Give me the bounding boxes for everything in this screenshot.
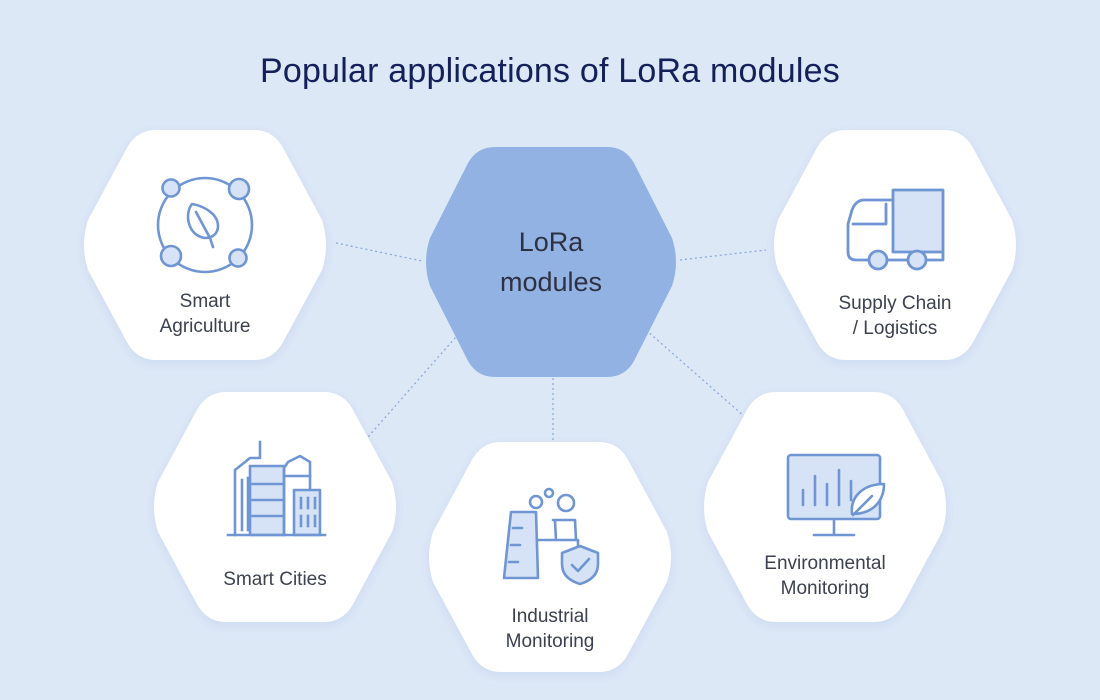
hex-center (426, 147, 676, 377)
environmental-label-line2: Monitoring (780, 578, 870, 599)
monitor-chart-leaf-icon (786, 453, 886, 537)
hex-agriculture (84, 130, 326, 360)
agriculture-label-line1: Smart (179, 291, 231, 312)
center-hex-label: LoRa modules (451, 222, 651, 302)
connector-supply (679, 249, 767, 261)
environmental-label: Environmental Monitoring (725, 551, 925, 601)
supply-label-line2: / Logistics (852, 318, 938, 339)
industrial-label-line1: Industrial (511, 606, 589, 627)
connector-environmental (645, 329, 746, 418)
supply-label: Supply Chain / Logistics (795, 291, 995, 341)
factory-shield-icon (502, 487, 600, 586)
cities-label: Smart Cities (175, 567, 375, 592)
diagram-title: Popular applications of LoRa modules (260, 52, 840, 90)
truck-icon (846, 188, 945, 271)
center-label-line1: LoRa (518, 227, 584, 257)
buildings-icon (226, 440, 327, 537)
agriculture-label-line2: Agriculture (159, 316, 251, 337)
leaf-network-icon (156, 176, 254, 274)
environmental-label-line1: Environmental (764, 553, 886, 574)
cities-label-line1: Smart Cities (223, 569, 327, 590)
industrial-label: Industrial Monitoring (450, 604, 650, 654)
hex-industrial (429, 442, 671, 672)
supply-label-line1: Supply Chain (838, 293, 952, 314)
industrial-label-line2: Monitoring (505, 631, 595, 652)
center-label-line2: modules (499, 267, 603, 297)
connector-agriculture (335, 242, 423, 262)
connector-cities (367, 329, 463, 438)
agriculture-label: Smart Agriculture (105, 289, 305, 339)
connector-lines (335, 242, 767, 446)
